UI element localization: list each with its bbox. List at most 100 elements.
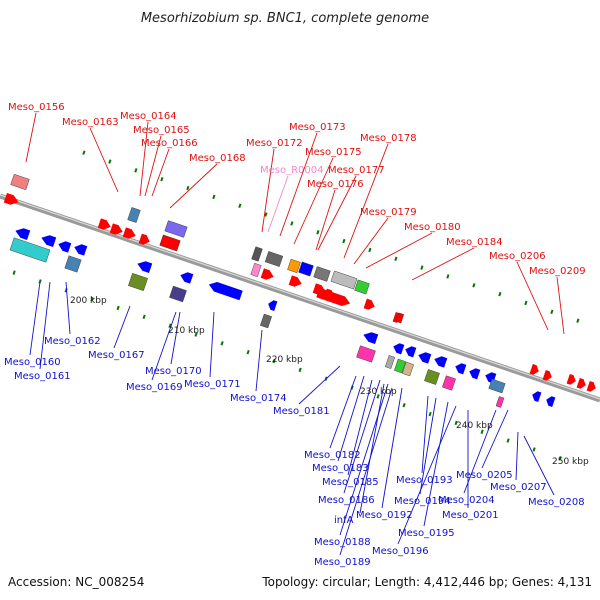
leader-line xyxy=(293,157,334,245)
tick-dot xyxy=(168,323,172,328)
gene-block xyxy=(356,345,376,363)
upper-gene-label: Meso_0172 xyxy=(246,138,303,149)
tick-dot xyxy=(498,291,502,297)
minus-strand-gene-arrow xyxy=(393,343,405,355)
lower-gene-label: Meso_0160 xyxy=(4,357,61,368)
leader-line xyxy=(317,175,357,251)
tick-dot xyxy=(298,367,302,373)
gene-block xyxy=(495,396,505,408)
leader-line xyxy=(144,135,162,197)
minus-strand-gene-arrow xyxy=(469,368,481,380)
leader-line xyxy=(421,395,429,474)
leader-line xyxy=(343,143,389,259)
gene-block xyxy=(128,273,148,291)
gene-block xyxy=(264,251,284,267)
leader-line xyxy=(170,311,181,365)
upper-gene-label: Meso_0164 xyxy=(120,111,177,122)
tick-dot xyxy=(116,305,120,311)
tick-dot xyxy=(134,168,138,173)
lower-gene-label: Meso_0194 xyxy=(394,496,451,507)
minus-strand-gene-arrow xyxy=(455,363,467,375)
minus-strand-gene-arrow xyxy=(363,332,379,344)
leader-line xyxy=(279,132,318,237)
kbp-label: 250 kbp xyxy=(552,457,589,467)
lower-gene-label: infA xyxy=(334,515,354,526)
leader-line xyxy=(25,112,37,163)
kbp-label: 220 kbp xyxy=(266,355,303,365)
minus-strand-gene-arrow xyxy=(15,228,31,240)
lower-gene-label: Meso_0192 xyxy=(356,510,413,521)
gene-features xyxy=(3,173,596,408)
leader-line xyxy=(65,281,71,335)
leader-line xyxy=(556,276,565,335)
upper-gene-label: Meso_0166 xyxy=(141,138,198,149)
leader-line xyxy=(261,148,275,233)
tick-dot xyxy=(428,411,432,417)
lower-gene-label: Meso_0208 xyxy=(528,497,585,508)
tick-dot xyxy=(186,185,190,191)
leader-line xyxy=(139,121,149,197)
lower-gene-label: Meso_0170 xyxy=(145,366,202,377)
gene-block xyxy=(169,285,187,303)
lower-gene-label: Meso_0205 xyxy=(456,470,513,481)
gene-block xyxy=(402,361,414,377)
plus-strand-gene-arrow xyxy=(260,268,274,280)
leader-line xyxy=(481,409,509,469)
leader-line xyxy=(339,383,389,536)
lower-gene-label: Meso_0196 xyxy=(372,546,429,557)
leader-line xyxy=(411,247,475,281)
gene-block xyxy=(127,207,141,223)
gene-block xyxy=(10,173,30,191)
upper-gene-label: Meso_0173 xyxy=(289,122,346,133)
upper-gene-label: Meso_0180 xyxy=(404,222,461,233)
plus-strand-gene-arrow xyxy=(576,377,586,389)
lower-gene-label: Meso_0181 xyxy=(273,406,330,417)
leader-line xyxy=(89,127,119,193)
tick-dot xyxy=(108,159,112,164)
leader-line xyxy=(516,261,549,331)
map-title: Mesorhizobium sp. BNC1, complete genome xyxy=(141,11,429,26)
leader-line xyxy=(515,431,519,481)
leader-line xyxy=(343,379,381,494)
leader-line xyxy=(397,405,457,545)
minus-strand-gene-arrow xyxy=(58,241,72,253)
gene-block xyxy=(260,313,272,329)
minus-strand-gene-arrow xyxy=(268,300,278,312)
tick-dot xyxy=(394,256,398,261)
tick-dot xyxy=(376,394,380,399)
leader-line xyxy=(365,232,433,269)
plus-strand-gene-arrow xyxy=(97,218,111,230)
tick-dot xyxy=(264,212,268,217)
tick-dot xyxy=(90,296,94,302)
leader-line xyxy=(359,383,385,514)
plus-strand-gene-arrow xyxy=(529,363,539,375)
tick-dot xyxy=(316,230,320,235)
plus-strand-gene-arrow xyxy=(122,227,136,239)
leader-line xyxy=(151,148,170,197)
gene-block xyxy=(424,369,440,385)
upper-gene-label: Meso_0206 xyxy=(489,251,546,262)
minus-strand-gene-arrow xyxy=(180,272,194,284)
gene-block xyxy=(298,261,314,277)
lower-gene-label: Meso_0171 xyxy=(184,379,241,390)
leader-line xyxy=(315,189,336,251)
lower-gene-label: Meso_0162 xyxy=(44,336,101,347)
upper-gene-labels: Meso_0156Meso_0163Meso_0164Meso_0165Meso… xyxy=(8,102,586,335)
upper-gene-label: Meso_0178 xyxy=(360,133,417,144)
tick-dot xyxy=(472,283,476,288)
gene-block xyxy=(287,258,301,274)
leader-line xyxy=(463,409,497,494)
plus-strand-gene-arrow xyxy=(542,369,552,381)
tick-dot xyxy=(454,420,458,426)
leader-line xyxy=(337,375,365,462)
lower-gene-label: Meso_0186 xyxy=(318,495,375,506)
leader-line xyxy=(151,311,177,381)
backbone-highlight xyxy=(0,194,600,400)
gene-block xyxy=(354,279,370,295)
tick-dot xyxy=(420,265,424,270)
minus-strand-gene-arrow xyxy=(418,352,432,364)
upper-gene-label: Meso_0168 xyxy=(189,153,246,164)
lower-gene-label: Meso_0161 xyxy=(14,371,71,382)
lower-gene-label: Meso_0169 xyxy=(126,382,183,393)
upper-gene-label: Meso_0179 xyxy=(360,207,417,218)
